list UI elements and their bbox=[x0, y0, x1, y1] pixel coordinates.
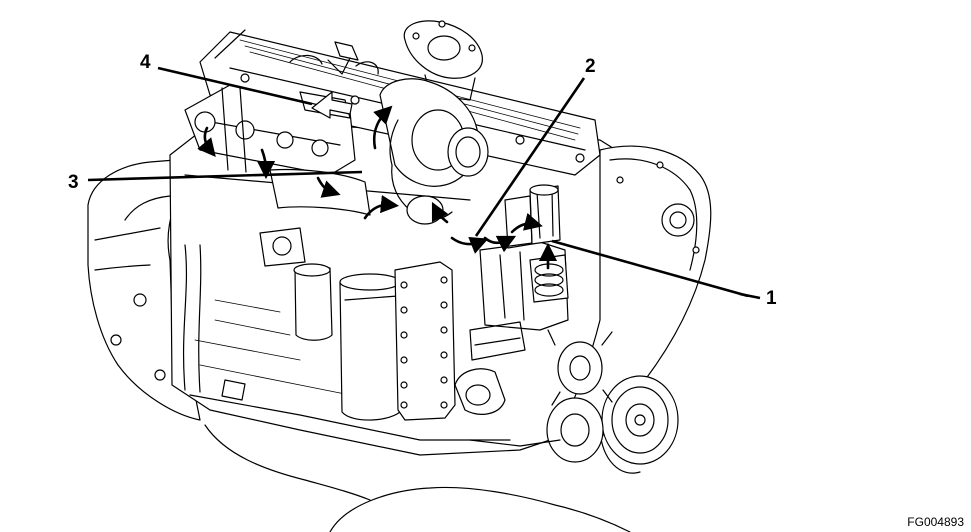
airflow-arrow-icon bbox=[311, 91, 353, 119]
alternator bbox=[546, 397, 604, 463]
airflow-arrow-icon bbox=[316, 176, 341, 198]
leader-line-4 bbox=[157, 66, 313, 106]
cover-logo-icon bbox=[289, 54, 379, 75]
leader-line-3 bbox=[87, 170, 363, 182]
intake-tube bbox=[269, 168, 371, 216]
airflow-arrow-icon bbox=[431, 201, 449, 224]
leader-lines bbox=[87, 66, 761, 300]
housing-bolt-icon bbox=[110, 334, 122, 346]
housing-bolt-icon bbox=[154, 369, 166, 381]
airflow-arrow-icon bbox=[483, 235, 517, 253]
housing-bolt-icon bbox=[133, 293, 147, 307]
cooler-bolts bbox=[400, 276, 448, 409]
airflow-arrow-icon bbox=[372, 105, 393, 150]
oil-cooler-cover bbox=[394, 261, 456, 421]
callout-4: 4 bbox=[140, 52, 151, 73]
airflow-arrow-icon bbox=[256, 148, 276, 180]
airflow-arrow-icon bbox=[450, 236, 489, 254]
airflow-arrows bbox=[197, 91, 558, 270]
callout-2: 2 bbox=[585, 56, 596, 77]
idler-pulley bbox=[661, 203, 695, 237]
starter-motor bbox=[454, 368, 506, 415]
callout-1: 1 bbox=[766, 288, 777, 309]
leader-line-1 bbox=[551, 239, 749, 298]
airflow-arrow-icon bbox=[197, 126, 216, 157]
callout-labels: 1 2 3 4 bbox=[68, 52, 777, 309]
airflow-arrow-icon bbox=[363, 195, 400, 220]
leader-line-2 bbox=[474, 77, 586, 237]
figure-id: FG004893 bbox=[907, 515, 964, 529]
engine-line-art bbox=[87, 20, 712, 532]
water-pump-pulley bbox=[557, 341, 603, 395]
fuel-filter bbox=[294, 267, 333, 341]
airflow-arrow-icon bbox=[510, 212, 543, 234]
callout-3: 3 bbox=[68, 172, 79, 193]
